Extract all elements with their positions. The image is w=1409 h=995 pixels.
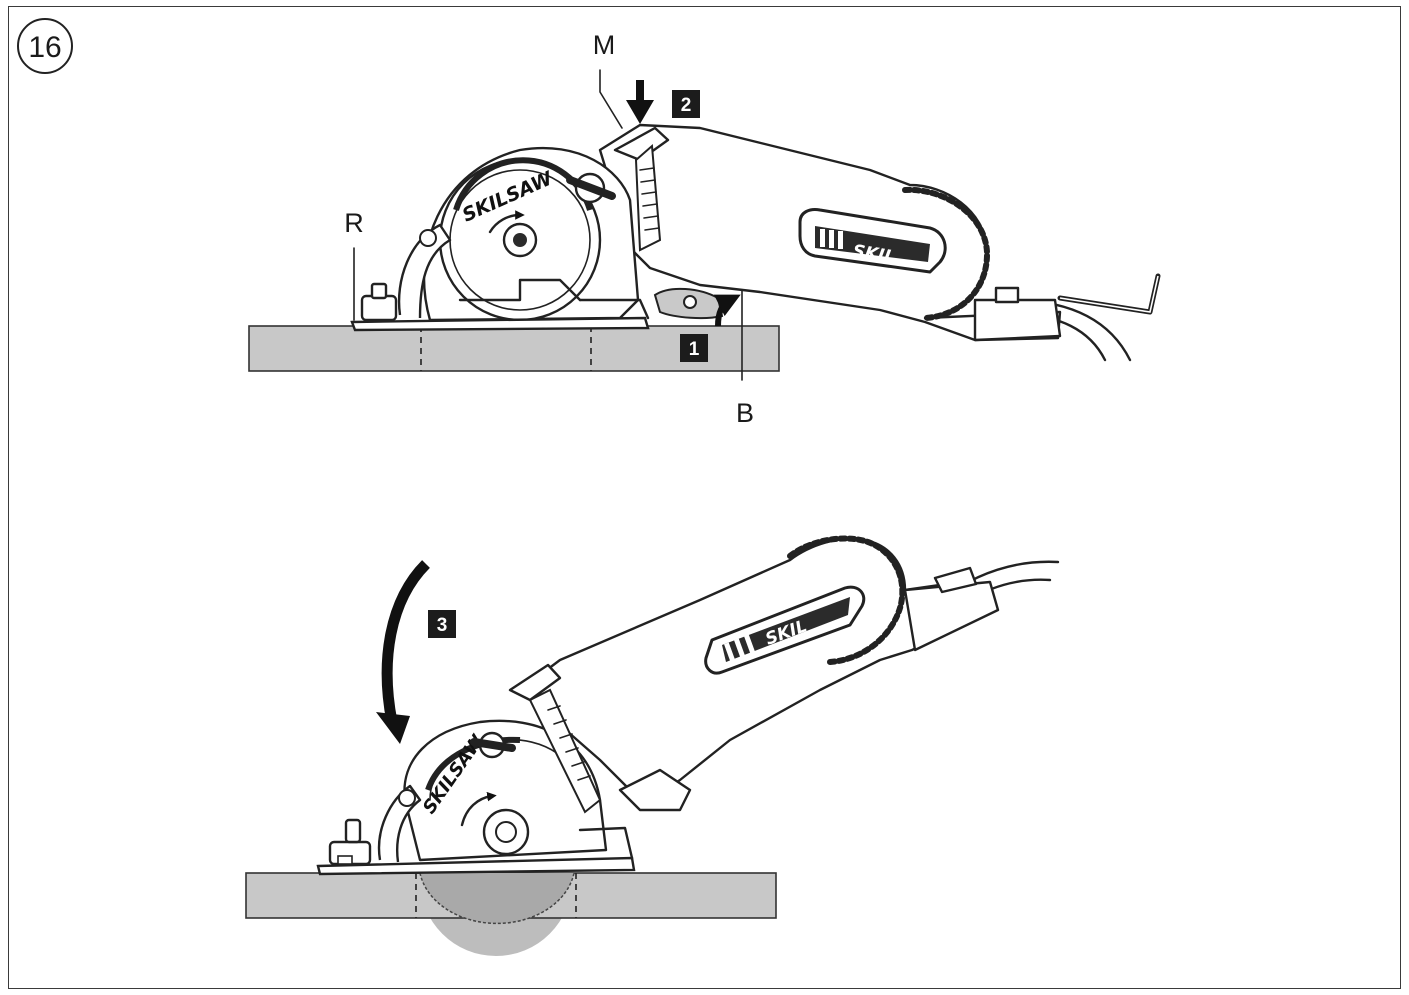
arrow-step3-curve — [381, 560, 430, 724]
blade-in-cut — [419, 872, 575, 925]
top-illustration: SKIL SKILSAW — [248, 30, 1161, 428]
arrow-step3-head — [376, 712, 410, 744]
hex-key — [1057, 273, 1161, 315]
figure-number-badge: 16 — [17, 18, 73, 74]
riving-knob-R — [360, 294, 398, 322]
bottom-illustration: SKIL SKILSAW 3 — [245, 535, 1060, 956]
figure-number: 16 — [28, 31, 61, 64]
spindle-lock-M — [613, 126, 670, 162]
label-M: M — [593, 30, 616, 60]
cord-guard-bottom — [903, 580, 1000, 652]
cord-guard-top — [973, 298, 1062, 342]
step-badge-3: 3 — [428, 610, 456, 638]
arrow-step2 — [626, 100, 654, 124]
figure-frame — [8, 6, 1401, 989]
step-badge-2: 2 — [672, 90, 700, 118]
saw-motor-housing-bottom — [518, 537, 997, 802]
svg-text:1: 1 — [689, 339, 700, 360]
step-badge-1: 1 — [680, 334, 708, 362]
depth-lever-bottom — [618, 768, 692, 812]
base-plate-bottom — [316, 856, 636, 876]
svg-text:2: 2 — [681, 95, 692, 116]
leader-M — [599, 69, 623, 129]
base-plate-top — [350, 316, 650, 332]
svg-text:3: 3 — [437, 615, 448, 636]
label-R: R — [344, 208, 364, 238]
arrow-step1 — [713, 294, 741, 327]
label-B: B — [736, 398, 754, 428]
